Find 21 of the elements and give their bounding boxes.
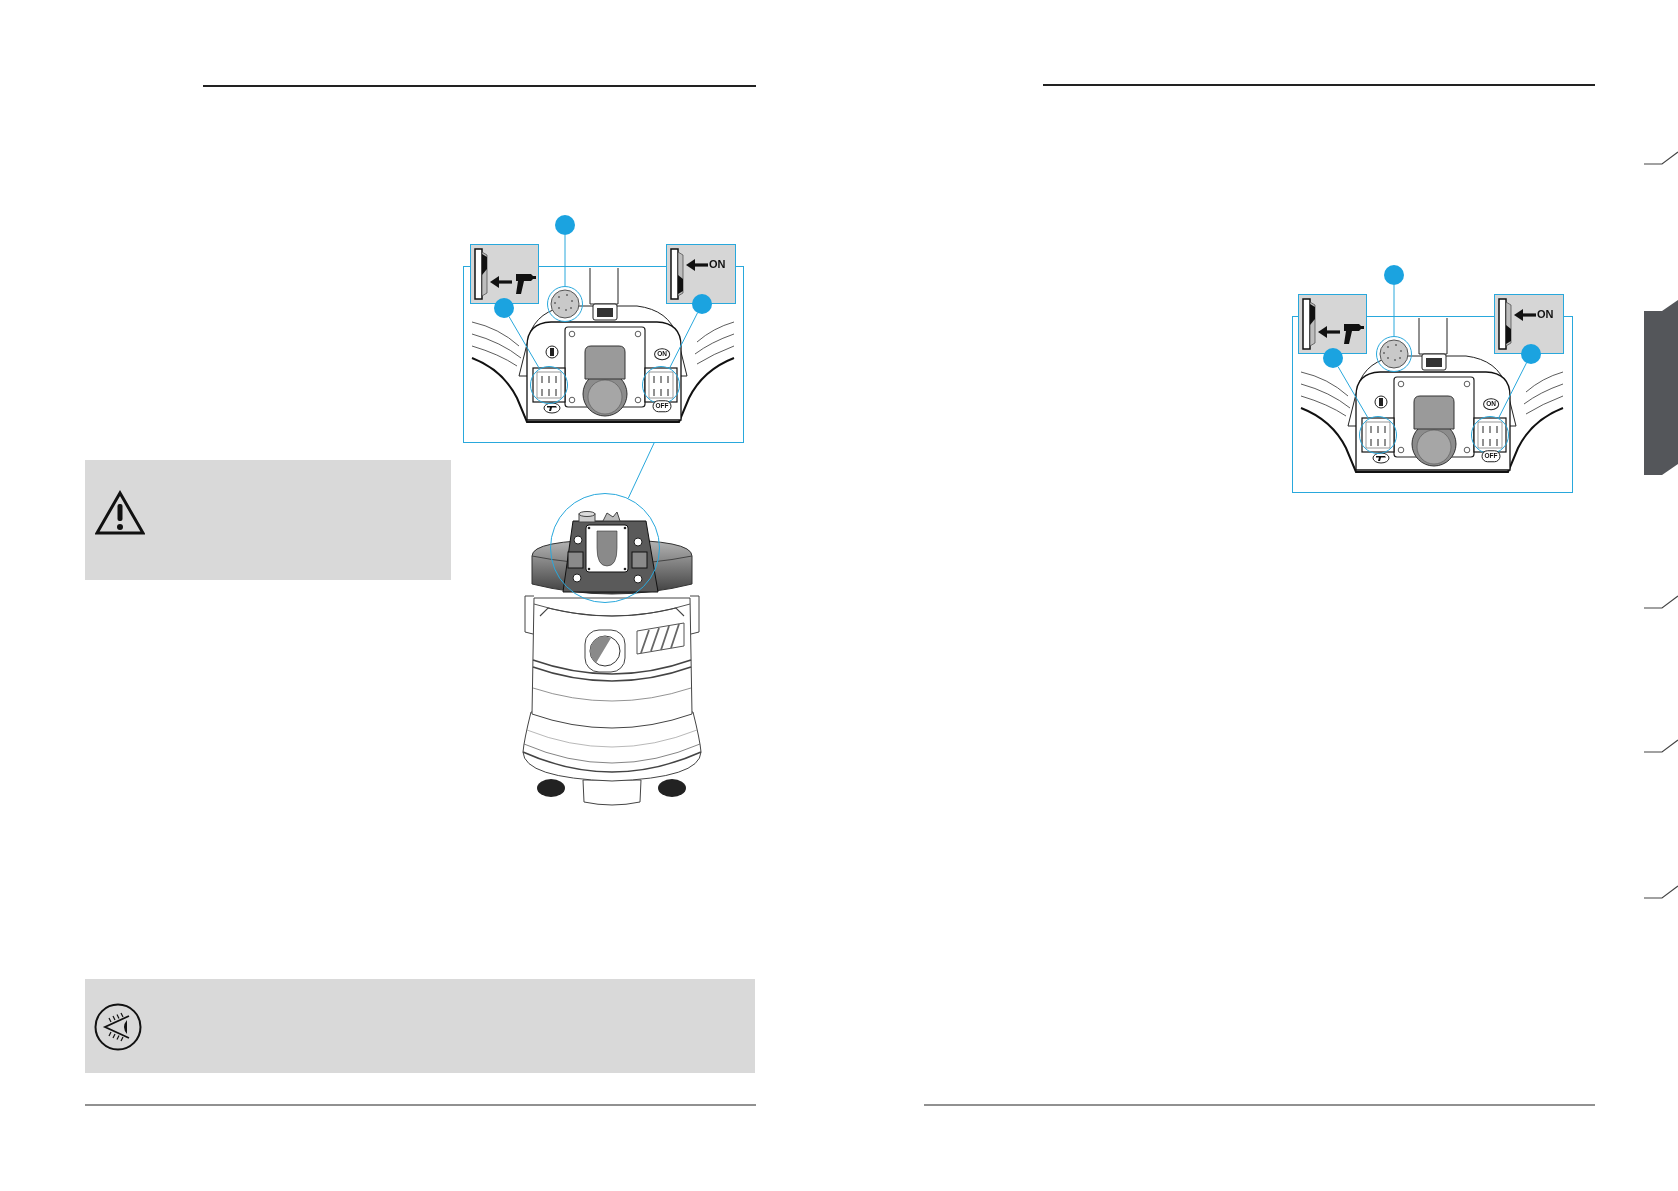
- callout-marker: [1323, 348, 1343, 368]
- note-panel: [85, 979, 755, 1073]
- leader-line: [627, 442, 655, 499]
- leader-line: [1393, 284, 1395, 337]
- leader-line: [669, 312, 698, 369]
- switch-label: ON: [709, 259, 726, 270]
- switch-inset: [470, 244, 539, 304]
- callout-marker: [1384, 265, 1404, 285]
- callout-marker: [692, 294, 712, 314]
- leader-line: [564, 234, 566, 287]
- switch-inset: [1494, 294, 1564, 354]
- warning-panel: [85, 460, 451, 580]
- leader-line: [508, 316, 540, 370]
- switch-inset: [1298, 294, 1367, 354]
- switch-inset: [666, 244, 736, 304]
- leader-line: [1337, 366, 1369, 420]
- callout-marker: [555, 215, 575, 235]
- callout-marker: [494, 298, 514, 318]
- callout-marker: [1521, 344, 1541, 364]
- leader-line: [1498, 362, 1527, 419]
- switch-label: ON: [1537, 309, 1554, 320]
